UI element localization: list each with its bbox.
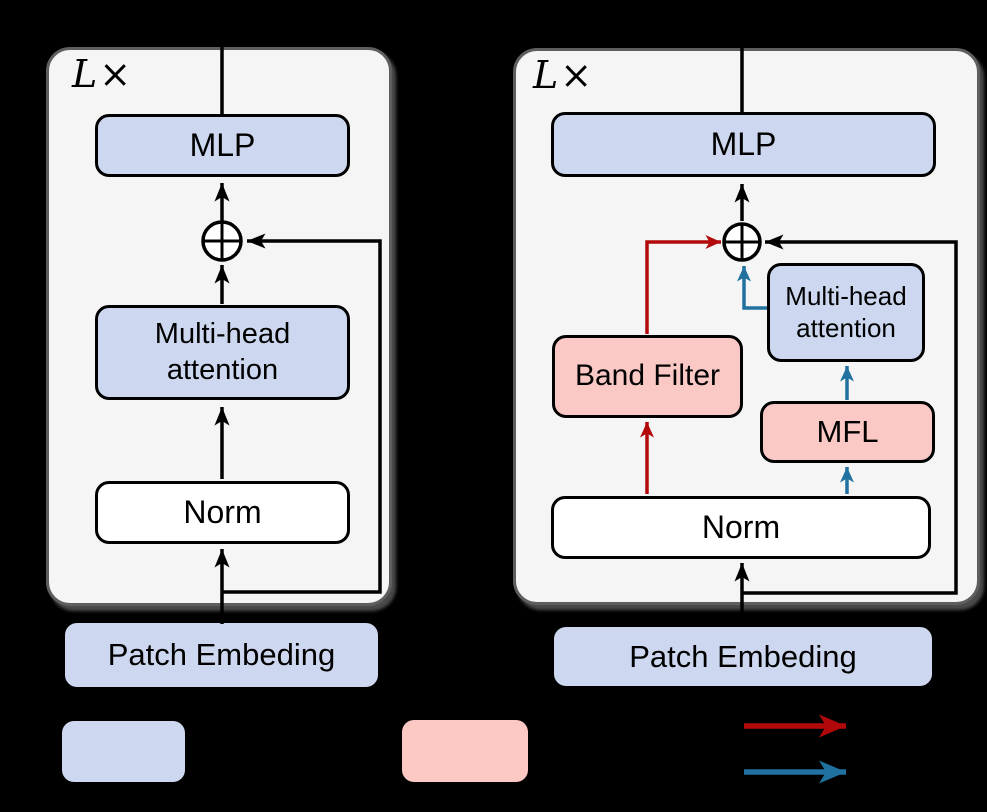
band-filter-node: Band Filter: [552, 335, 743, 418]
legend-blue-swatch: [62, 721, 185, 782]
left-attention-node: Multi-head attention: [95, 305, 350, 400]
left-patch-embedding-node: Patch Embeding: [65, 623, 378, 687]
left-mlp-node: MLP: [95, 114, 350, 177]
right-mlp-node: MLP: [551, 112, 936, 177]
left-repeat-count-label: L×: [72, 52, 134, 96]
legend-pink-swatch: [402, 720, 528, 782]
right-patch-embedding-node: Patch Embeding: [554, 627, 932, 686]
right-repeat-count-label: L×: [533, 53, 595, 97]
right-attention-node: Multi-head attention: [767, 263, 925, 362]
left-norm-node: Norm: [95, 481, 350, 544]
mfl-node: MFL: [760, 401, 935, 463]
right-norm-node: Norm: [551, 496, 931, 559]
